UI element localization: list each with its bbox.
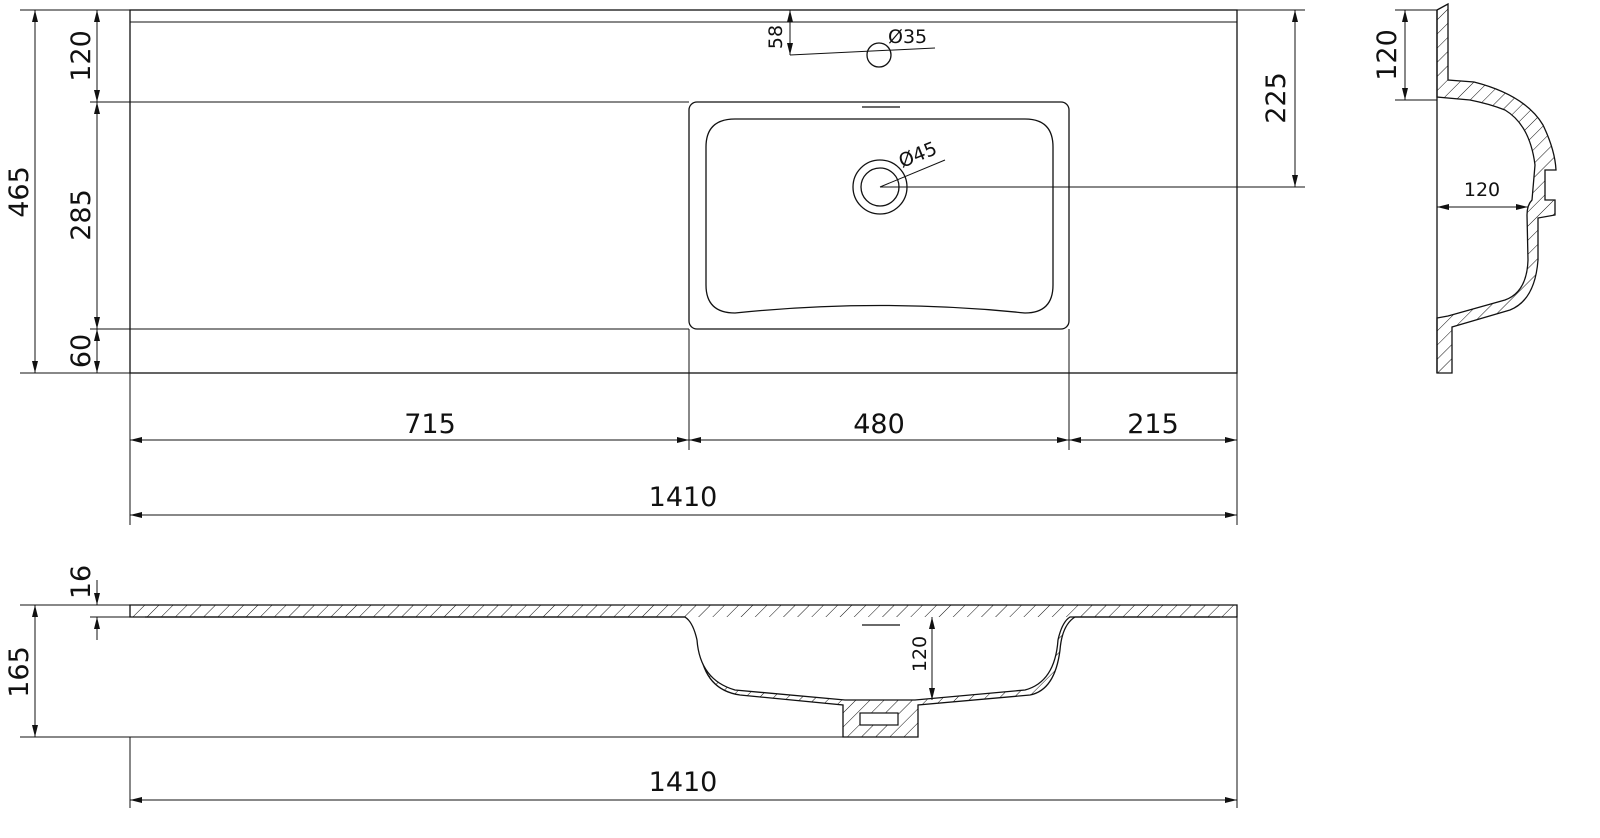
- dim-basin-depth: 285: [66, 189, 97, 241]
- drain-section: [859, 712, 899, 726]
- dim-front-margin: 60: [66, 334, 97, 368]
- dim-overall-height: 165: [4, 646, 35, 698]
- front-section: 16 165 120 1410: [4, 565, 1238, 808]
- section-body: [129, 604, 1238, 738]
- basin-outer-outline: [688, 101, 1070, 330]
- top-view: 465 120 285 60 58 Ø35 Ø45 225 715 480 21…: [4, 9, 1305, 525]
- dim-left-shelf: 715: [404, 409, 456, 440]
- dim-tap-hole-offset: 58: [765, 25, 787, 49]
- dim-slab-thickness: 16: [66, 565, 97, 599]
- dim-side-back-to-basin: 120: [1372, 29, 1403, 81]
- dim-right-margin: 215: [1127, 409, 1179, 440]
- dim-overall-width: 1410: [649, 482, 718, 513]
- dim-drain-diameter: Ø45: [896, 138, 941, 173]
- dim-section-basin-height: 120: [909, 636, 931, 672]
- dim-side-basin-depth: 120: [1464, 179, 1500, 201]
- dim-basin-width: 480: [853, 409, 905, 440]
- dim-tap-hole-diameter: Ø35: [888, 26, 927, 48]
- dim-overall-depth: 465: [4, 166, 35, 218]
- dim-section-overall-width: 1410: [649, 767, 718, 798]
- dim-back-to-basin: 120: [66, 30, 97, 82]
- drain-leader: [879, 159, 946, 188]
- tap-hole-leader: [789, 47, 936, 56]
- tap-hole: [866, 42, 892, 68]
- side-section: 120 120: [1372, 2, 1557, 374]
- countertop-outline: [129, 9, 1238, 374]
- dim-back-to-drain: 225: [1261, 72, 1292, 124]
- basin-inner-outline: [705, 118, 1054, 314]
